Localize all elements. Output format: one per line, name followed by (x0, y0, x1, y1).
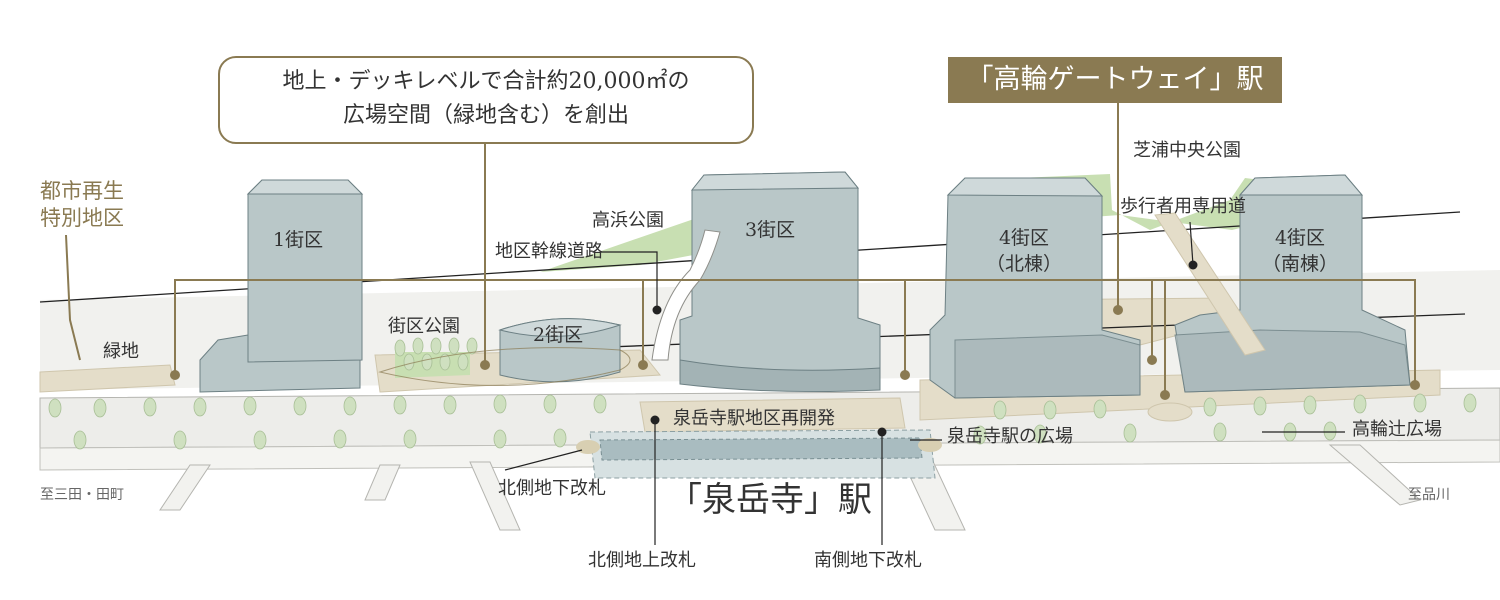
to-shinagawa-label: 至品川 (1408, 487, 1450, 503)
sengakuji-station-label: 「泉岳寺」駅 (668, 480, 872, 520)
takahama-park-label: 高浜公園 (592, 210, 664, 231)
ryokuchi-label: 緑地 (103, 341, 139, 362)
shibaura-park-label: 芝浦中央公園 (1133, 140, 1241, 161)
side-streets (159, 444, 1422, 531)
block-4-north-name: 4街区 (998, 227, 1050, 249)
block-4-north-label: 4街区 （北棟） (986, 226, 1062, 277)
south-underground-gate-label: 南側地下改札 (814, 550, 922, 571)
block-4-south-name: 4街区 (1274, 227, 1326, 249)
sengakuji-platform (576, 429, 942, 479)
north-ground-gate-label: 北側地上改札 (588, 550, 696, 571)
pedestrian-deck (1154, 212, 1266, 356)
block-4-north-building (929, 177, 1141, 399)
trunk-road-shape (651, 229, 721, 361)
trunk-road-label: 地区幹線道路 (495, 241, 603, 262)
district-line-2: 特別地区 (40, 206, 124, 231)
block-4-south-label: 4街区 （南棟） (1262, 226, 1338, 277)
pedestrian-road-label: 歩行者用専用道 (1120, 196, 1246, 217)
callout-line-1: 地上・デッキレベルで合計約20,000㎡の (282, 69, 690, 94)
north-underground-gate-label: 北側地下改札 (498, 478, 606, 499)
to-mita-label: 至三田・田町 (40, 487, 124, 503)
district-line-1: 都市再生 (40, 179, 124, 203)
block-4-south-building (1174, 174, 1411, 393)
district-label: 都市再生 特別地区 (40, 178, 124, 233)
street-trees (48, 337, 1477, 450)
block-1-building (199, 179, 364, 393)
block-3-label: 3街区 (745, 219, 796, 241)
block-2-building (378, 318, 631, 386)
block-4-north-sub: （北棟） (986, 252, 1063, 275)
takanawa-gateway-station-label: 「高輪ゲートウェイ」駅 (948, 57, 1282, 103)
redevelopment-label: 泉岳寺駅地区再開発 (673, 408, 835, 429)
block-4-south-sub: （南棟） (1262, 252, 1339, 275)
station-plaza-label: 泉岳寺駅の広場 (947, 426, 1073, 447)
leader-lines (65, 103, 1416, 545)
leader-dots (170, 260, 1420, 437)
buildings (199, 171, 1411, 399)
gaiku-park-label: 街区公園 (388, 316, 460, 337)
block-3-building (679, 171, 881, 393)
block-2-label: 2街区 (533, 324, 584, 346)
block-1-label: 1街区 (273, 229, 324, 251)
plaza-callout: 地上・デッキレベルで合計約20,000㎡の 広場空間（緑地含む）を創出 (218, 56, 754, 144)
callout-line-2: 広場空間（緑地含む）を創出 (342, 103, 629, 129)
takanawa-plaza-label: 高輪辻広場 (1352, 419, 1442, 440)
